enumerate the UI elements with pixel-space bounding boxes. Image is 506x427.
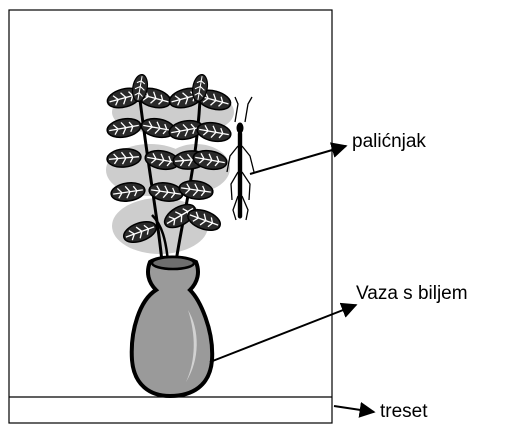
stick-insect-arrow (249, 142, 348, 175)
vase-arrow (209, 302, 358, 363)
label-peat: treset (380, 401, 428, 422)
stick-insect (226, 96, 255, 221)
vase (129, 255, 215, 399)
terrarium-box (8, 9, 333, 424)
label-vase-with-plant: Vaza s biljem (356, 283, 468, 304)
plant (104, 72, 234, 263)
peat-arrow (333, 401, 376, 418)
label-stick-insect: palićnjak (352, 131, 426, 152)
